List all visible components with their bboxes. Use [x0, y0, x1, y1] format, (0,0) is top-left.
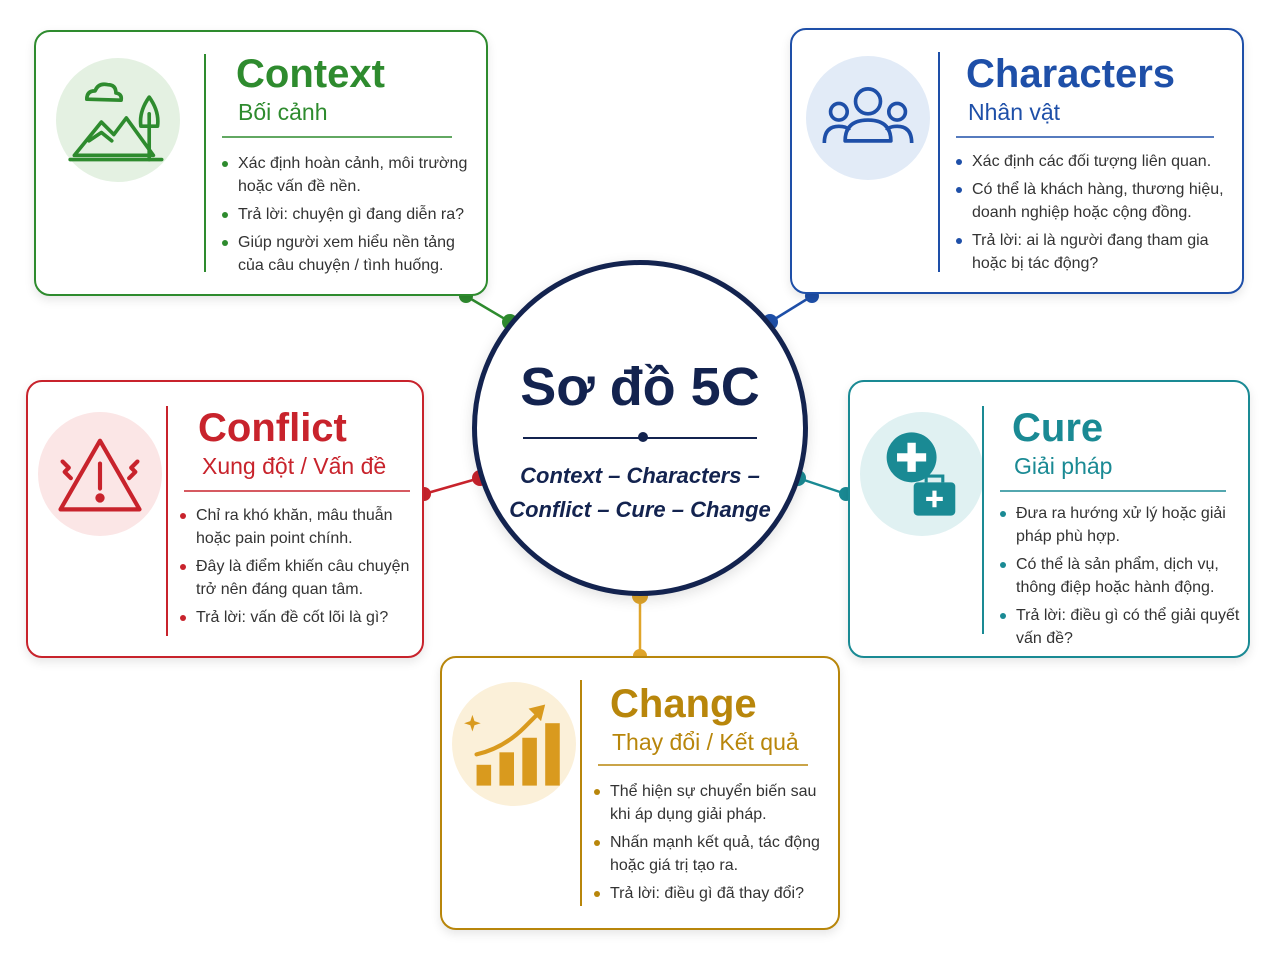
- card-divider: [204, 54, 206, 272]
- card-bullets: Đưa ra hướng xử lý hoặc giải pháp phù hợ…: [998, 502, 1246, 655]
- card-title: Conflict: [198, 406, 347, 450]
- card-divider: [166, 406, 168, 636]
- card-subtitle: Xung đột / Vấn đề: [202, 453, 387, 479]
- card-rule: [222, 136, 452, 138]
- card-title: Cure: [1012, 406, 1104, 450]
- list-item: Nhấn mạnh kết quả, tác động hoặc giá trị…: [592, 831, 836, 877]
- card-subtitle: Thay đổi / Kết quả: [612, 729, 799, 755]
- card-rule: [184, 490, 410, 492]
- card-rule: [598, 764, 808, 766]
- center-hub: Sơ đồ 5C Context – Characters – Conflict…: [472, 260, 808, 596]
- card-divider: [982, 406, 984, 634]
- list-item: Xác định hoàn cảnh, môi trường hoặc vấn …: [220, 152, 478, 198]
- card-title: Change: [610, 682, 757, 726]
- card-rule: [1000, 490, 1226, 492]
- list-item: Trả lời: vấn đề cốt lõi là gì?: [178, 606, 418, 629]
- card-rule: [956, 136, 1214, 138]
- page-title: Sơ đồ 5C: [520, 357, 760, 417]
- card-divider: [580, 680, 582, 906]
- card-bullets: Chỉ ra khó khăn, mâu thuẫn hoặc pain poi…: [178, 504, 418, 634]
- list-item: Trả lời: ai là người đang tham gia hoặc …: [954, 229, 1234, 275]
- connector-conflict: [423, 476, 481, 496]
- card-change: Change Thay đổi / Kết quả Thể hiện sự ch…: [440, 656, 840, 930]
- list-item: Đưa ra hướng xử lý hoặc giải pháp phù hợ…: [998, 502, 1246, 548]
- medical-kit-icon: [860, 412, 984, 536]
- growth-chart-icon: [452, 682, 576, 806]
- list-item: Giúp người xem hiểu nền tảng của câu chu…: [220, 231, 478, 277]
- connector-context: [465, 294, 511, 324]
- card-title: Context: [236, 52, 385, 96]
- card-bullets: Thể hiện sự chuyển biến sau khi áp dụng …: [592, 780, 836, 910]
- warning-icon: [38, 412, 162, 536]
- list-item: Đây là điểm khiến câu chuyện trở nên đán…: [178, 555, 418, 601]
- card-divider: [938, 52, 940, 272]
- card-bullets: Xác định các đối tượng liên quan. Có thể…: [954, 150, 1234, 280]
- card-title: Characters: [966, 52, 1176, 96]
- card-subtitle: Bối cảnh: [238, 99, 328, 125]
- list-item: Trả lời: điều gì có thể giải quyết vấn đ…: [998, 604, 1246, 650]
- card-conflict: Conflict Xung đột / Vấn đề Chỉ ra khó kh…: [26, 380, 424, 658]
- mountain-landscape-icon: [56, 58, 180, 182]
- hub-dot: [638, 432, 648, 442]
- hub-subtitle-line-2: Conflict – Cure – Change: [509, 497, 771, 522]
- people-group-icon: [806, 56, 930, 180]
- card-characters: Characters Nhân vật Xác định các đối tượ…: [790, 28, 1244, 294]
- list-item: Chỉ ra khó khăn, mâu thuẫn hoặc pain poi…: [178, 504, 418, 550]
- card-context: Context Bối cảnh Xác định hoàn cảnh, môi…: [34, 30, 488, 296]
- list-item: Có thể là sản phẩm, dịch vụ, thông điệp …: [998, 553, 1246, 599]
- card-bullets: Xác định hoàn cảnh, môi trường hoặc vấn …: [220, 152, 478, 282]
- list-item: Thể hiện sự chuyển biến sau khi áp dụng …: [592, 780, 836, 826]
- connector-cure: [797, 476, 847, 496]
- card-cure: Cure Giải pháp Đưa ra hướng xử lý hoặc g…: [848, 380, 1250, 658]
- connector-characters: [769, 294, 813, 324]
- list-item: Trả lời: chuyện gì đang diễn ra?: [220, 203, 478, 226]
- hub-subtitle-line-1: Context – Characters –: [520, 463, 760, 488]
- card-subtitle: Giải pháp: [1014, 453, 1113, 479]
- list-item: Xác định các đối tượng liên quan.: [954, 150, 1234, 173]
- card-subtitle: Nhân vật: [968, 99, 1061, 125]
- list-item: Trả lời: điều gì đã thay đổi?: [592, 882, 836, 905]
- list-item: Có thể là khách hàng, thương hiệu, doanh…: [954, 178, 1234, 224]
